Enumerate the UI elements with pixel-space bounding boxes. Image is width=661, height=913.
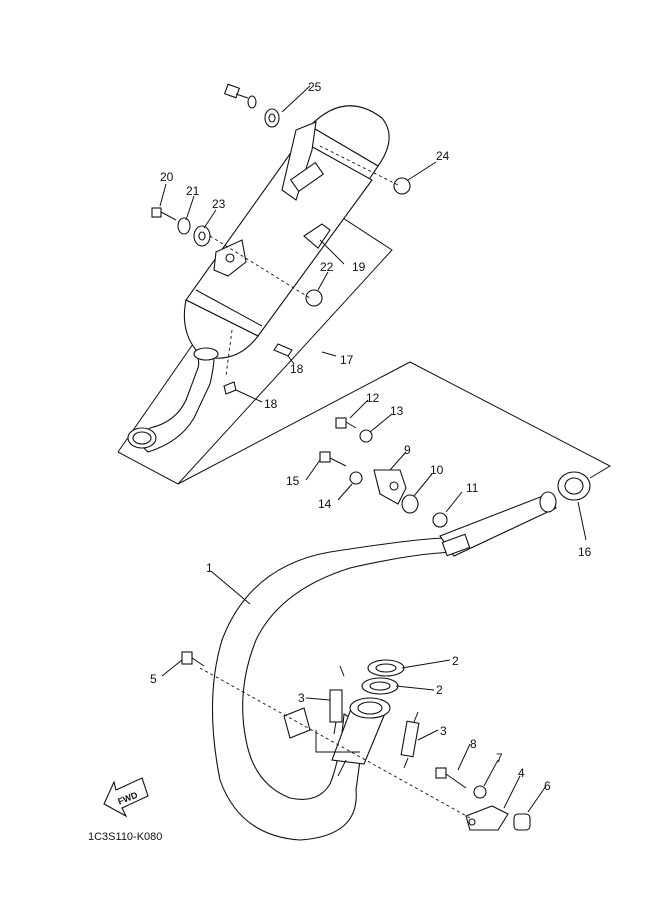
- callout-18-lower: 18: [264, 397, 278, 411]
- callout-6: 6: [544, 779, 551, 793]
- callout-22: 22: [320, 260, 334, 274]
- bolt-25-set: [223, 83, 280, 128]
- muffler-body: [127, 105, 390, 453]
- callout-15: 15: [286, 474, 300, 488]
- bracket-9: [373, 469, 407, 505]
- callout-25: 25: [308, 80, 322, 94]
- callout-3-right: 3: [440, 724, 447, 738]
- bolt-8: [435, 767, 467, 789]
- diagram-code: 1C3S110-K080: [88, 831, 162, 843]
- exhaust-pipe: [211, 491, 557, 841]
- screw-18-lower: [223, 381, 237, 395]
- clamp-4: [465, 805, 509, 831]
- callout-7: 7: [496, 751, 503, 765]
- callout-23: 23: [212, 197, 226, 211]
- callout-8: 8: [470, 737, 477, 751]
- callout-5: 5: [150, 672, 157, 686]
- collar-11: [432, 512, 448, 528]
- fwd-arrow-icon: FWD: [103, 777, 149, 818]
- callouts: 25 24 20 21 23 22 19 17 18 18 12 13 9 10…: [150, 80, 592, 793]
- damper-10: [401, 494, 419, 514]
- callout-2-lower: 2: [436, 683, 443, 697]
- callout-2-upper: 2: [452, 654, 459, 668]
- bolt-5: [181, 651, 205, 667]
- leader-lines: [159, 85, 587, 813]
- gasket-16: [557, 471, 591, 501]
- screw-18-upper: [273, 343, 293, 357]
- bolt-15: [319, 451, 347, 467]
- callout-24: 24: [436, 149, 450, 163]
- washer-13: [359, 429, 373, 443]
- callout-10: 10: [430, 463, 444, 477]
- callout-20: 20: [160, 170, 174, 184]
- spring-3-left: [329, 665, 345, 735]
- bolt-20-set: [151, 207, 211, 247]
- callout-17: 17: [340, 353, 354, 367]
- callout-9: 9: [404, 443, 411, 457]
- callout-18-upper: 18: [290, 362, 304, 376]
- collar-22: [305, 289, 323, 307]
- spring-3-right: [400, 711, 420, 769]
- callout-21: 21: [186, 184, 200, 198]
- callout-11: 11: [466, 481, 479, 495]
- joint-group-frame: [177, 361, 612, 485]
- callout-1: 1: [206, 561, 213, 575]
- callout-3-left: 3: [298, 691, 305, 705]
- collar-6: [513, 813, 531, 831]
- collar-24: [393, 177, 411, 195]
- gasket-2-upper: [367, 659, 405, 677]
- gasket-2-lower: [361, 677, 399, 695]
- callout-12: 12: [366, 391, 380, 405]
- bolt-12: [335, 417, 357, 429]
- callout-19: 19: [352, 260, 366, 274]
- callout-13: 13: [390, 404, 404, 418]
- callout-14: 14: [318, 497, 332, 511]
- callout-4: 4: [518, 766, 525, 780]
- washer-14: [349, 471, 363, 485]
- callout-16: 16: [578, 545, 592, 559]
- washer-7: [473, 785, 487, 799]
